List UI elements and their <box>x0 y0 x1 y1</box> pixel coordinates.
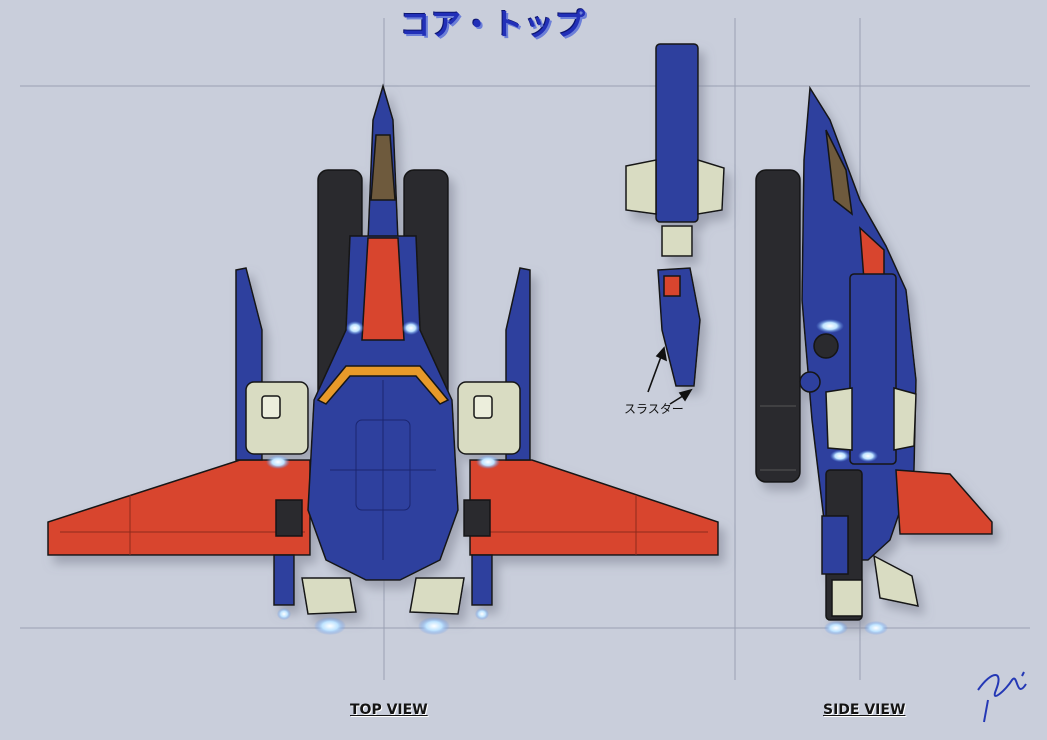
side-main-block <box>849 273 897 465</box>
right-rear-pod <box>409 577 465 615</box>
left-wing <box>47 459 311 556</box>
top-view-drawing <box>47 83 719 615</box>
side-red-wing <box>895 469 993 535</box>
separated-lower-block <box>657 267 701 387</box>
separated-part-drawing <box>625 43 725 387</box>
cockpit-canopy <box>361 237 405 341</box>
right-wing <box>469 459 719 556</box>
thruster-callout-label: スラスター <box>624 402 684 416</box>
separated-upper-block <box>655 43 699 223</box>
side-view-drawing <box>755 85 993 621</box>
side-view-label: SIDE VIEW <box>823 702 906 718</box>
thruster-glow-icon <box>816 319 888 635</box>
sheet-title: コア・トップ <box>400 8 586 43</box>
arrow-icon <box>647 346 693 405</box>
top-view-label: TOP VIEW <box>350 702 428 718</box>
thruster-glow-icon <box>266 321 500 635</box>
side-booster <box>755 169 801 483</box>
signature-mark <box>977 671 1027 723</box>
left-rear-pod <box>301 577 357 615</box>
